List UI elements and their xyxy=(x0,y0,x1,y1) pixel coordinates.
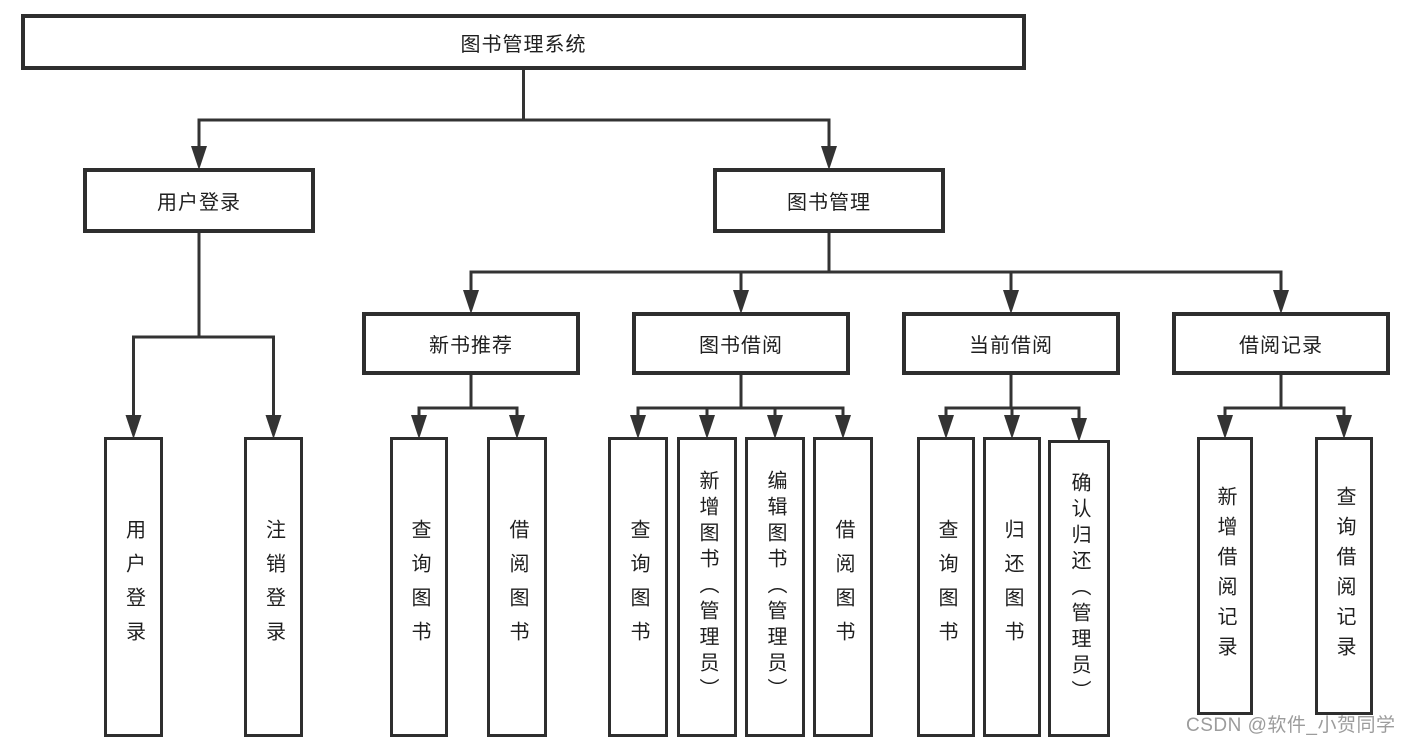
node-label: 查询图书 xyxy=(627,519,649,655)
arrowhead-icon xyxy=(1273,290,1289,314)
arrowhead-icon xyxy=(125,415,142,439)
node-bb-query: 查询图书 xyxy=(608,437,668,737)
arrowhead-icon xyxy=(1217,415,1233,439)
arrowhead-icon xyxy=(821,146,837,170)
node-label: 图书管理 xyxy=(787,192,871,214)
arrowhead-icon xyxy=(191,146,207,170)
arrowhead-icon xyxy=(1004,415,1020,439)
node-label: 归还图书 xyxy=(1001,519,1023,655)
node-br-add: 新增借阅记录 xyxy=(1197,437,1253,715)
node-label: 新增借阅记录 xyxy=(1214,486,1236,666)
node-new-book: 新书推荐 xyxy=(362,312,580,375)
node-cb-query: 查询图书 xyxy=(917,437,975,737)
node-label: 当前借阅 xyxy=(969,335,1053,357)
node-label: 注销登录 xyxy=(262,519,285,655)
node-bb-borrow: 借阅图书 xyxy=(813,437,873,737)
node-label: 图书借阅 xyxy=(699,335,783,357)
node-label: 用户登录 xyxy=(157,192,241,214)
node-nb-borrow: 借阅图书 xyxy=(487,437,547,737)
arrowhead-icon xyxy=(699,415,715,439)
node-br-query: 查询借阅记录 xyxy=(1315,437,1373,715)
node-label: 确认归还（管理员） xyxy=(1068,471,1090,706)
csdn-watermark: CSDN @软件_小贺同学 xyxy=(1186,715,1396,736)
node-logout-leaf: 注销登录 xyxy=(244,437,303,737)
node-current-borrow: 当前借阅 xyxy=(902,312,1120,375)
node-cb-return: 归还图书 xyxy=(983,437,1041,737)
node-book-mgmt: 图书管理 xyxy=(713,168,945,233)
node-label: 查询图书 xyxy=(935,519,957,655)
arrowhead-icon xyxy=(509,415,525,439)
arrowhead-icon xyxy=(463,290,479,314)
node-label: 借阅图书 xyxy=(506,519,528,655)
node-label: 编辑图书（管理员） xyxy=(764,470,786,704)
node-root: 图书管理系统 xyxy=(21,14,1026,70)
node-label: 借阅图书 xyxy=(832,519,854,655)
node-borrow-records: 借阅记录 xyxy=(1172,312,1390,375)
node-login-leaf: 用户登录 xyxy=(104,437,163,737)
node-book-borrow: 图书借阅 xyxy=(632,312,850,375)
arrowhead-icon xyxy=(630,415,646,439)
node-cb-confirm: 确认归还（管理员） xyxy=(1048,440,1110,737)
arrowhead-icon xyxy=(1003,290,1019,314)
node-user-login: 用户登录 xyxy=(83,168,315,233)
node-label: 查询借阅记录 xyxy=(1333,486,1355,666)
node-label: 新书推荐 xyxy=(429,335,513,357)
node-label: 用户登录 xyxy=(122,519,145,655)
arrowhead-icon xyxy=(1071,418,1087,442)
arrowhead-icon xyxy=(1336,415,1352,439)
node-label: 图书管理系统 xyxy=(460,33,587,56)
arrowhead-icon xyxy=(733,290,749,314)
node-label: 借阅记录 xyxy=(1239,335,1323,357)
node-label: 新增图书（管理员） xyxy=(696,470,718,704)
node-bb-add: 新增图书（管理员） xyxy=(677,437,737,737)
arrowhead-icon xyxy=(265,415,282,439)
arrowhead-icon xyxy=(767,415,783,439)
arrowhead-icon xyxy=(835,415,851,439)
arrowhead-icon xyxy=(411,415,427,439)
arrowhead-icon xyxy=(938,415,954,439)
node-bb-edit: 编辑图书（管理员） xyxy=(745,437,805,737)
node-nb-query: 查询图书 xyxy=(390,437,448,737)
node-label: 查询图书 xyxy=(408,519,430,655)
